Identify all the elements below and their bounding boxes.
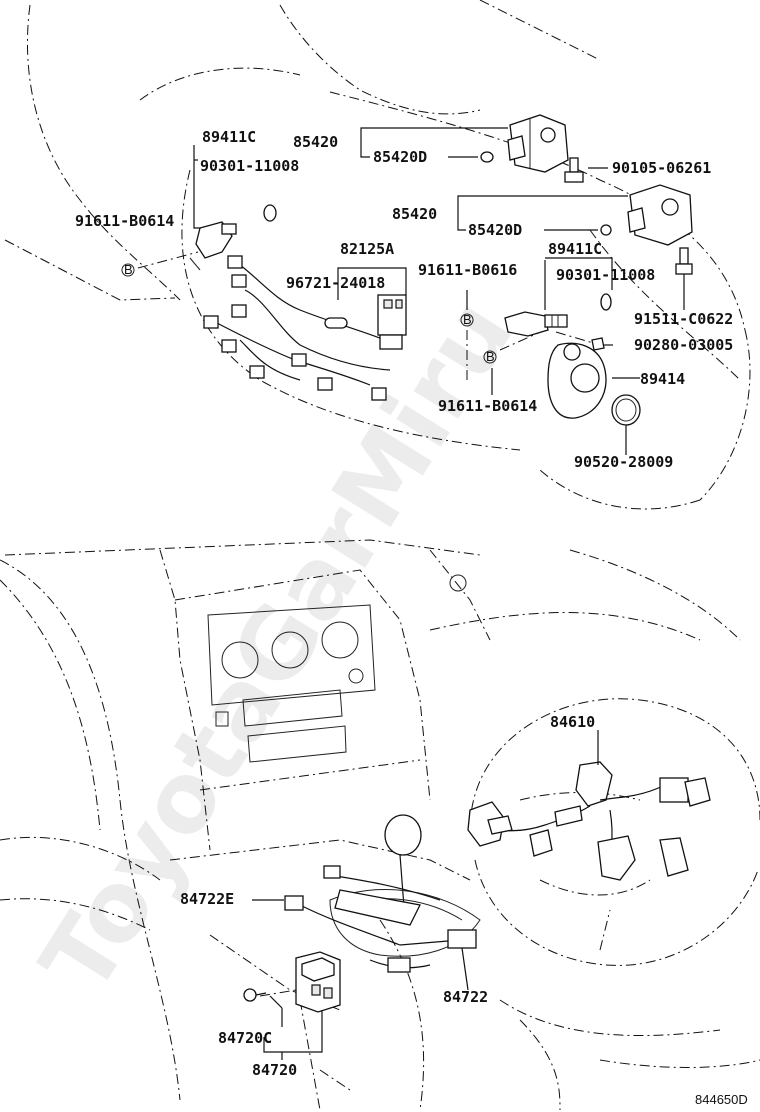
part-labels: 89411C 90301-11008 91611-B0614 85420 854… [75,128,748,1107]
o-ring-85420d-lower [600,224,612,236]
upper-leader-lines [137,127,685,455]
label-91611-b0614-a: 91611-B0614 [75,212,174,230]
switch-84720 [295,951,341,1013]
label-84722: 84722 [443,988,488,1006]
sensor-85420-upper [507,114,569,173]
label-85420d-b: 85420D [468,221,522,239]
clip-90280 [591,337,605,351]
sensor-85420-lower [627,184,693,246]
center-vents [207,574,467,763]
label-84720c: 84720C [218,1029,272,1047]
label-85420-a: 85420 [293,133,338,151]
clip-84720c [243,988,267,1002]
label-90520: 90520-28009 [574,453,673,471]
label-90301-a: 90301-11008 [200,157,299,175]
sensor-89411c-left [189,221,237,271]
svg-text:B: B [486,349,495,364]
label-90280: 90280-03005 [634,336,733,354]
lower-leader-lines [252,730,599,1091]
bolt-90105 [564,157,584,183]
grommet-96721 [324,317,348,329]
bolt-marker-1: B [121,262,135,277]
label-89414: 89414 [640,370,685,388]
label-91511: 91511-C0622 [634,310,733,328]
label-96721: 96721-24018 [286,274,385,292]
svg-text:B: B [124,262,133,277]
wire-harness-82125a [203,255,407,401]
label-85420d-a: 85420D [373,148,427,166]
label-90301-b: 90301-11008 [556,266,655,284]
bolt-marker-2: B [460,312,474,327]
label-90105: 90105-06261 [612,159,711,177]
o-ring-90301-left [263,204,277,222]
gear-89414 [547,342,607,419]
sensor-89411c-right [504,311,568,337]
o-ring-90301-right [600,293,612,311]
watermark: ToyotaGarMiru [20,280,535,1012]
steering-switch-84610 [467,761,711,881]
label-82125a: 82125A [340,240,394,258]
seat-heater-harness [284,865,477,973]
label-91611-b0614-b: 91611-B0614 [438,397,537,415]
label-84610: 84610 [550,713,595,731]
label-85420-b: 85420 [392,205,437,223]
svg-text:B: B [463,312,472,327]
bolt-91511 [675,247,693,275]
steering-wheel [469,698,760,966]
diagram-id: 844650D [695,1092,748,1107]
o-ring-85420d-upper [480,151,494,163]
upper-body-outline [4,0,751,510]
bolt-marker-3: B [483,349,497,364]
label-84722e: 84722E [180,890,234,908]
label-84720: 84720 [252,1061,297,1079]
label-89411c-a: 89411C [202,128,256,146]
label-91611-b0616: 91611-B0616 [418,261,517,279]
label-89411c-b: 89411C [548,240,602,258]
